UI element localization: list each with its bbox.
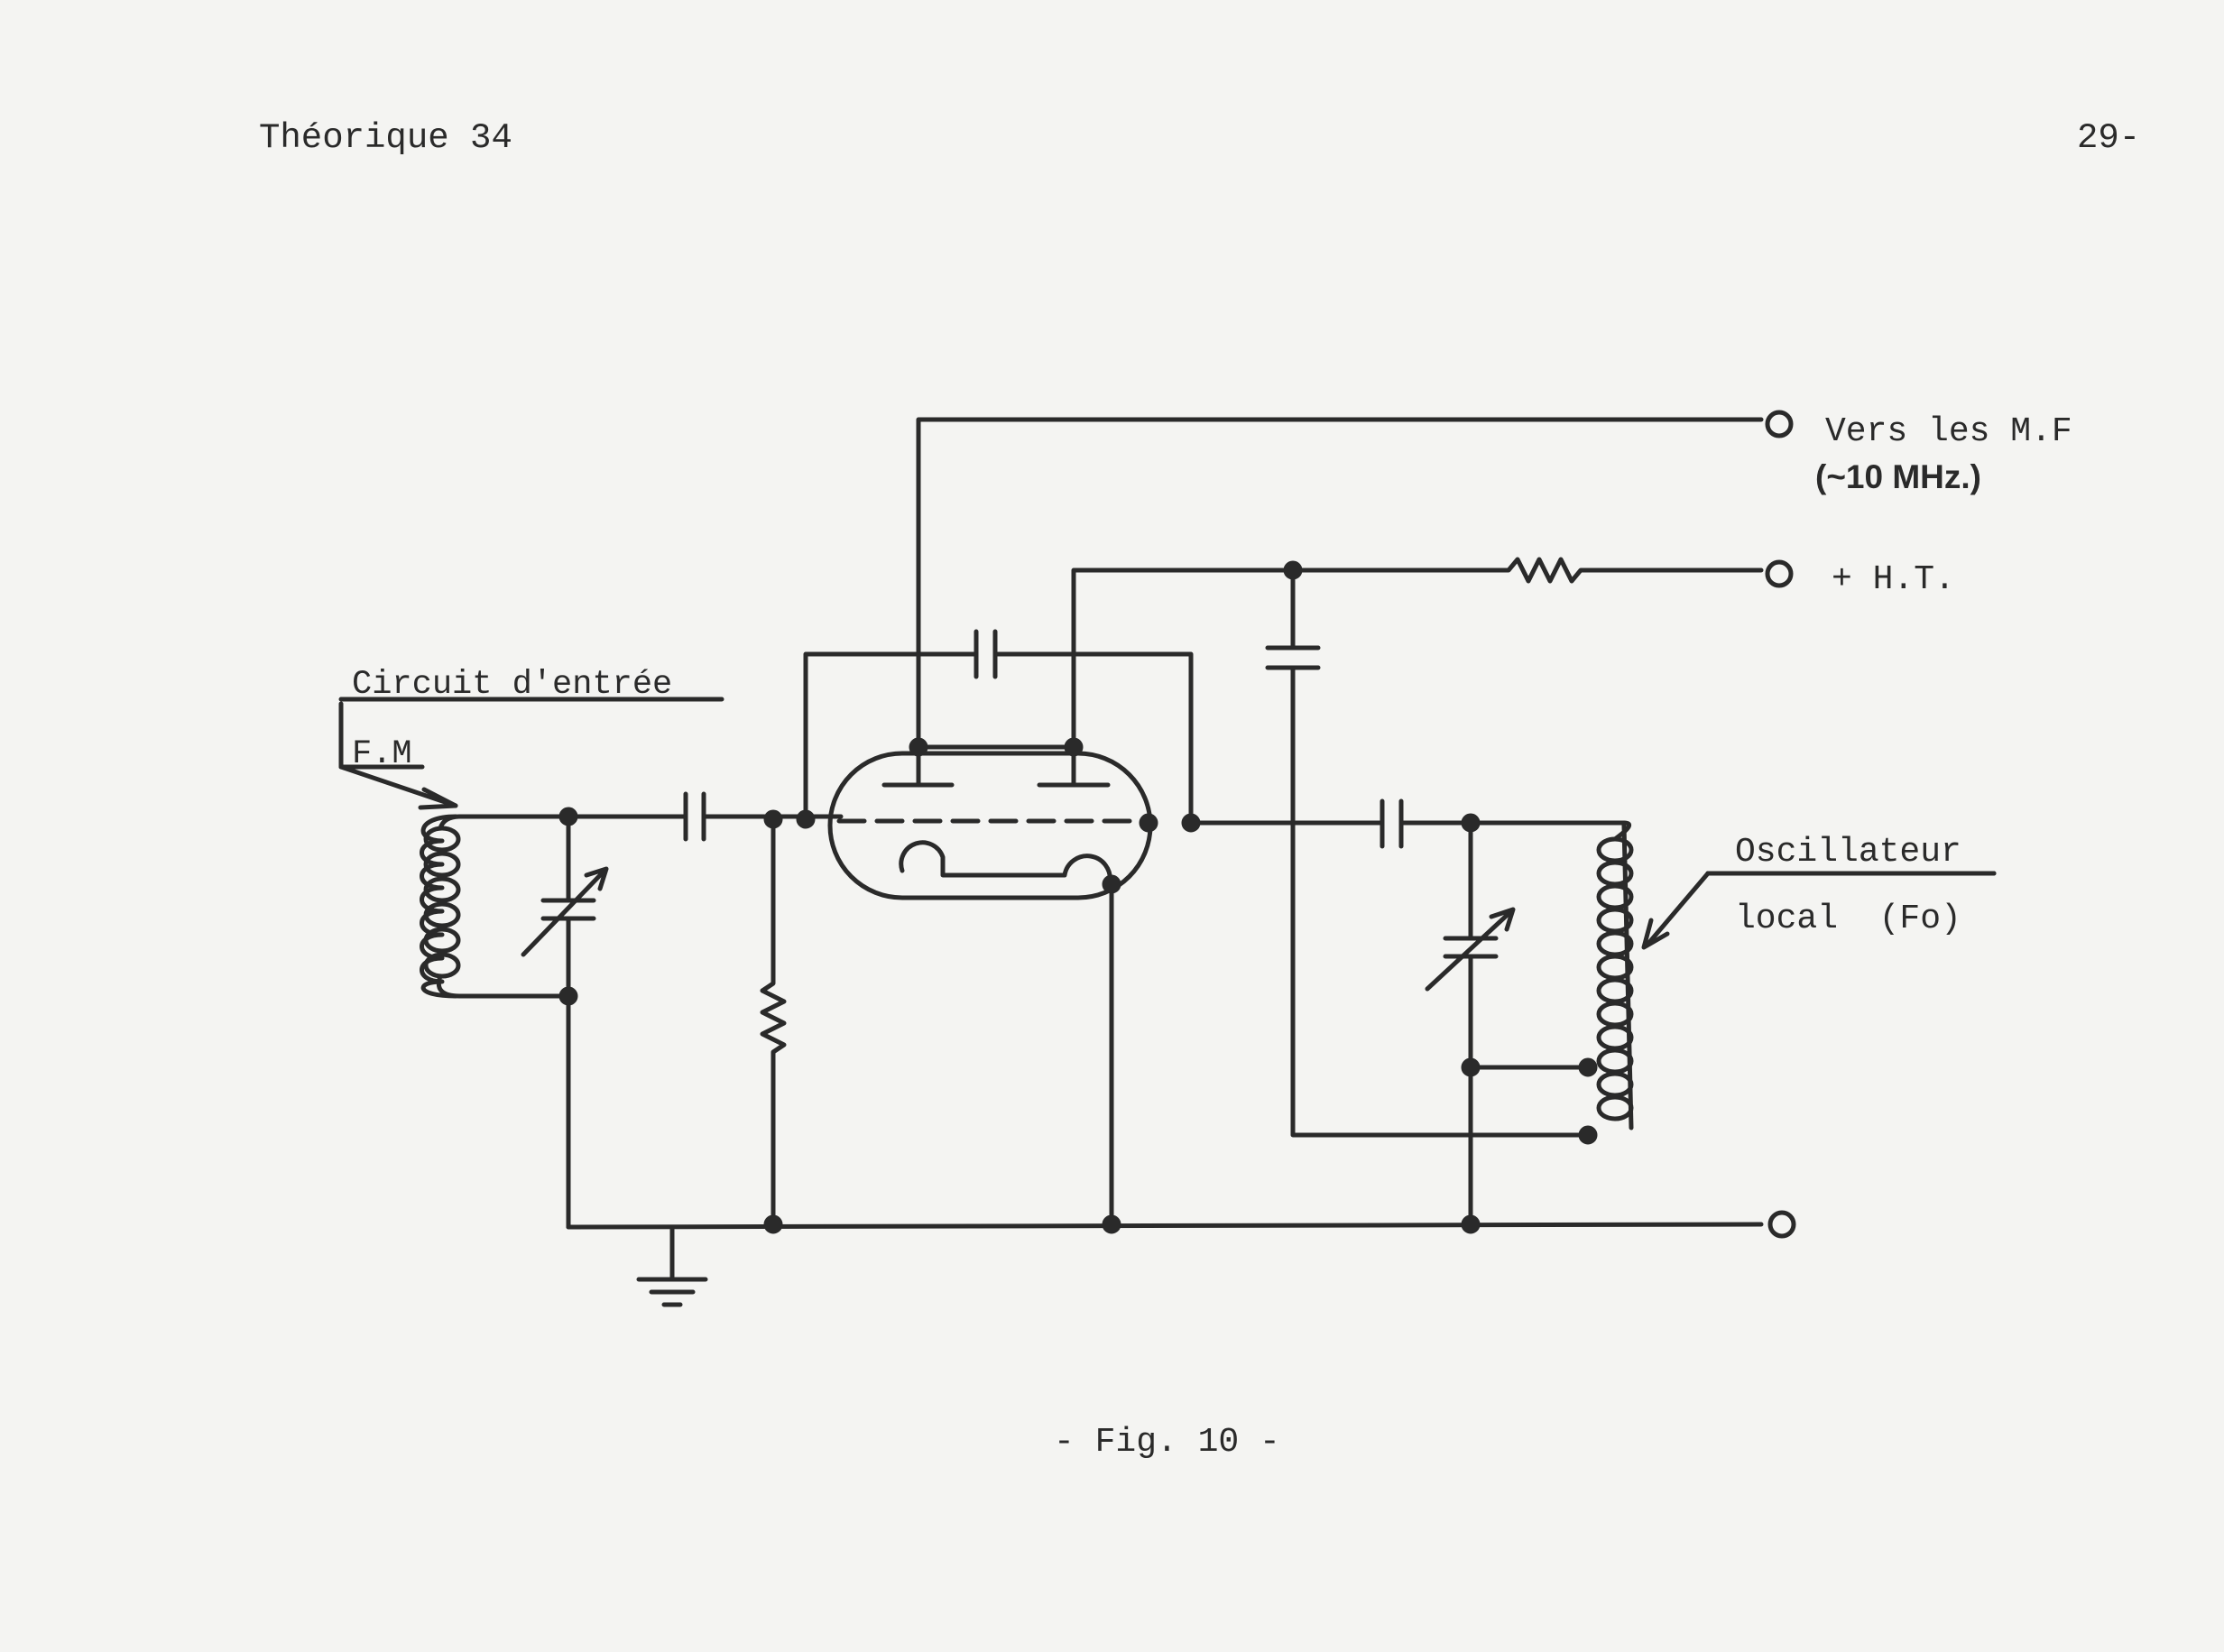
decoupling-cap: [1265, 645, 1321, 670]
input-circuit-label: Circuit d'entrée: [352, 666, 673, 704]
junction-dot: [1578, 1125, 1598, 1145]
tube-cathode: [899, 840, 1112, 885]
input-coil-bottom-lead: [436, 974, 571, 999]
if-frequency-label: (~10 MHz.): [1815, 458, 1982, 495]
junction-dot: [1102, 874, 1121, 894]
junction-dot: [1461, 1214, 1481, 1234]
feedback-wire: [803, 651, 1194, 826]
ht-terminal: [1765, 559, 1794, 588]
ground-bus: [566, 1222, 1764, 1230]
if-output-terminal: [1765, 410, 1794, 438]
junction-dot: [558, 986, 578, 1006]
osc-coil-top-lead: [1612, 820, 1632, 842]
osc-coil-side: [1621, 823, 1634, 1131]
oscillator-label: Oscillateur: [1735, 833, 1961, 872]
osc-label-pointer: [1644, 871, 1711, 948]
ht-wire: [1071, 557, 1764, 750]
if-output-label: Vers les M.F: [1825, 412, 2072, 451]
grid-coupling-cap: [683, 791, 706, 842]
figure-caption: - Fig. 10 -: [1054, 1423, 1280, 1462]
input-coil-loops: [423, 826, 461, 979]
input-coil-top-lead: [438, 814, 571, 831]
osc-coupling-cap: [1380, 798, 1404, 849]
grid-leak-resistor: [760, 817, 787, 1227]
if-output-wire: [916, 417, 1764, 750]
junction-dot: [1102, 1214, 1121, 1234]
osc-label-arrowhead: [1641, 918, 1670, 950]
page-number: 29-: [2077, 118, 2141, 158]
input-fm-label: F.M: [352, 735, 412, 773]
tube-envelope: [827, 751, 1153, 900]
decoupling-wire: [1290, 568, 1591, 1138]
osc-tuning-cap-plates: [1443, 936, 1499, 959]
oscillator-local-label: local (Fo): [1735, 900, 1961, 938]
ground-symbol: [636, 1224, 708, 1307]
input-label-arrowhead: [418, 787, 458, 810]
junction-dot: [1578, 1057, 1598, 1077]
junction-dot: [1139, 813, 1158, 833]
feedback-cap: [974, 629, 998, 679]
ht-supply-label: + H.T.: [1832, 560, 1955, 599]
junction-dot: [763, 1214, 783, 1234]
page-header-title: Théorique 34: [259, 118, 512, 158]
input-tuning-cap-plates: [540, 898, 596, 921]
osc-tuning-cap-arrow: [1425, 907, 1516, 992]
input-tuning-cap-arrow: [521, 866, 609, 957]
ground-terminal: [1767, 1210, 1796, 1239]
